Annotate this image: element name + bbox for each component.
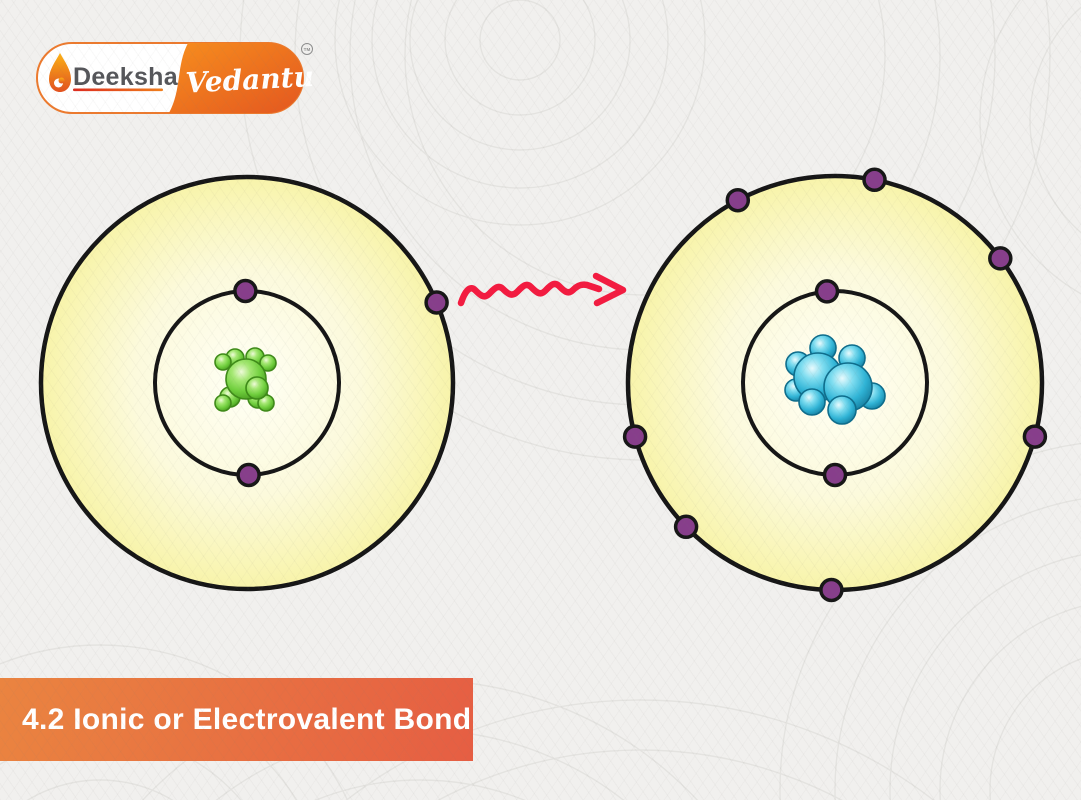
electron xyxy=(814,279,840,304)
nucleon xyxy=(259,354,277,372)
nucleon xyxy=(245,376,269,400)
nucleon xyxy=(214,394,232,412)
arrow-head xyxy=(592,272,627,307)
atoms-layer xyxy=(38,167,1048,603)
electron xyxy=(236,462,261,488)
electron xyxy=(1022,424,1048,449)
fluorine-atom xyxy=(622,167,1048,603)
nucleon xyxy=(827,395,857,425)
electron xyxy=(822,462,848,488)
trademark-badge: TM xyxy=(301,43,313,55)
svg-text:TM: TM xyxy=(304,47,311,52)
deeksha-flame-icon xyxy=(49,53,71,92)
logo-orange-swoosh xyxy=(169,43,303,113)
deeksha-wordmark: Deeksha xyxy=(73,63,179,91)
electron xyxy=(673,514,699,540)
nucleon xyxy=(214,353,232,371)
vedantu-wordmark: Vedantu xyxy=(185,60,315,100)
nucleus xyxy=(214,347,277,412)
section-title: 4.2 Ionic or Electrovalent Bond xyxy=(22,702,472,736)
electron-transfer-arrow xyxy=(457,272,627,307)
electron xyxy=(862,167,887,193)
electron xyxy=(622,424,648,449)
section-title-banner: 4.2 Ionic or Electrovalent Bond xyxy=(0,678,473,761)
electron xyxy=(233,278,258,304)
nucleus xyxy=(784,334,886,425)
brand-logo: Deeksha Vedantu TM xyxy=(36,40,316,120)
electron xyxy=(819,577,844,603)
deeksha-underline xyxy=(73,88,163,92)
nucleon xyxy=(798,388,826,416)
electron xyxy=(988,246,1013,271)
arrow-squiggle xyxy=(457,280,603,307)
electron xyxy=(424,290,449,315)
electron xyxy=(725,187,751,213)
lithium-atom xyxy=(38,174,456,592)
